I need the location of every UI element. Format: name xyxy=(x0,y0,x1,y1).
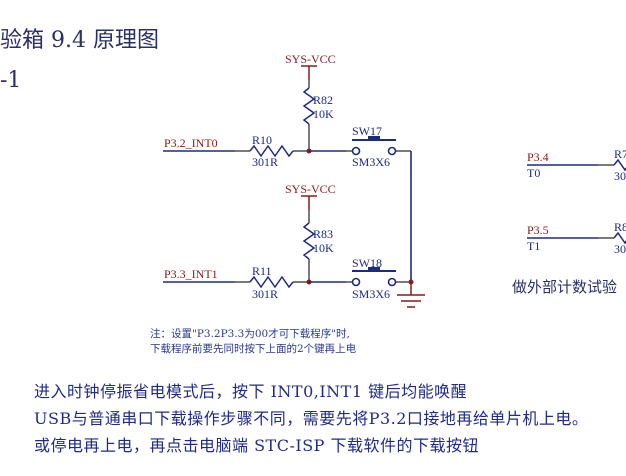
resistor-r83 xyxy=(302,222,316,260)
sw18-model: SM3X6 xyxy=(352,287,391,301)
r83-ref: R83 xyxy=(313,227,334,241)
net-label-t1: T1 xyxy=(527,239,541,253)
net-label-int1: P3.3_INT1 xyxy=(164,267,218,281)
sw17-model: SM3X6 xyxy=(352,155,391,169)
resistor-r11 xyxy=(249,275,294,289)
figure-subtitle: -1 xyxy=(0,68,22,93)
paragraph-2: USB与普通串口下载操作步骤不同，需要先将P3.2口接地再给单片机上电。 xyxy=(34,409,589,428)
net-label-int0: P3.2_INT0 xyxy=(164,136,218,150)
r10-value: 301R xyxy=(252,155,279,169)
side-caption: 做外部计数试验 xyxy=(512,278,618,296)
r7-value: 30 xyxy=(614,169,626,183)
r8-value: 30 xyxy=(614,242,626,256)
switch-sw18-contact-left xyxy=(351,277,361,287)
sw18-ref: SW18 xyxy=(352,256,382,270)
r11-ref: R11 xyxy=(252,264,272,278)
resistor-r10 xyxy=(249,144,294,158)
vcc-label-2: SYS-VCC xyxy=(285,182,336,196)
r10-ref: R10 xyxy=(252,133,273,147)
switch-sw17-contact-right xyxy=(387,146,397,156)
net-label-p34: P3.4 xyxy=(527,150,549,164)
r83-value: 10K xyxy=(313,241,334,255)
net-label-t0: T0 xyxy=(527,166,541,180)
paragraph-1: 进入时钟停振省电模式后，按下 INT0,INT1 键后均能唤醒 xyxy=(34,382,468,401)
note-line-1: 注：设置"P3.2P3.3为00才可下载程序"时, xyxy=(150,328,350,340)
r82-ref: R82 xyxy=(313,93,334,107)
switch-sw17-button xyxy=(368,136,380,140)
r7-ref: R7 xyxy=(614,147,626,161)
vcc-label-1: SYS-VCC xyxy=(285,52,336,66)
switch-sw18-button xyxy=(368,267,380,271)
r11-value: 301R xyxy=(252,287,279,301)
resistor-r82 xyxy=(302,87,316,125)
paragraph-3: 或停电再上电，再点击电脑端 STC-ISP 下载软件的下载按钮 xyxy=(34,436,480,455)
sw17-ref: SW17 xyxy=(352,124,382,138)
note-line-2: 下载程序前要先同时按下上面的2个键再上电 xyxy=(150,343,357,355)
switch-sw17-contact-left xyxy=(351,146,361,156)
r82-value: 10K xyxy=(313,107,334,121)
page-title: 验箱 9.4 原理图 xyxy=(0,28,159,53)
r8-ref: R8 xyxy=(614,220,626,234)
net-label-p35: P3.5 xyxy=(527,223,549,237)
switch-sw18-contact-right xyxy=(387,277,397,287)
